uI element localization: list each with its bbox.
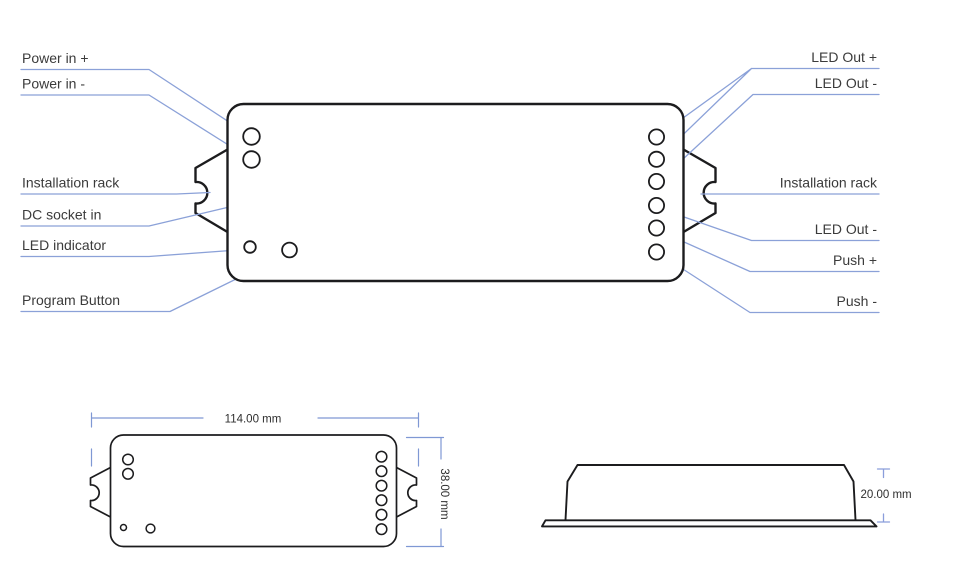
front-right-rack-shape [395,466,418,518]
front-left-rack-shape [89,466,112,518]
device-body-front-view [109,434,398,548]
leader-power-in-plus [20,68,245,133]
led-out-terminal-3 [648,172,666,190]
power-in-plus-terminal [242,127,261,146]
front-program-button [145,523,156,534]
led-out-terminal-4 [648,196,666,214]
label-power-in-plus: Power in + [22,50,89,66]
label-program-button: Program Button [22,292,120,308]
front-out-terminal-3 [375,479,388,492]
leader-push-plus [663,232,880,273]
leader-power-in-minus [20,94,245,156]
left-installation-rack-shape [194,148,229,234]
thickness-dimension-lines [876,468,891,523]
width-dimension-lines [90,412,420,467]
height-dimension-text: 38.00 mm [438,468,450,519]
height-dimension-lines [405,436,445,548]
side-view-base-plate [541,519,878,528]
thickness-dimension-text: 20.00 mm [861,489,912,501]
leader-push-minus [662,255,880,314]
label-power-in-minus: Power in - [22,76,85,92]
label-led-out-minus-top: LED Out - [815,75,878,91]
push-plus-terminal [648,219,666,237]
label-dc-socket-in: DC socket in [22,207,101,223]
front-out-terminal-5 [375,508,388,521]
leader-led-out-minus-top [662,93,880,179]
push-minus-terminal [648,243,666,261]
label-led-out-plus: LED Out + [811,49,877,65]
label-installation-rack-right: Installation rack [780,175,878,191]
label-installation-rack-left: Installation rack [22,175,120,191]
program-button-circle [281,241,298,259]
front-out-terminal-6 [375,523,388,536]
label-led-indicator: LED indicator [22,237,106,253]
right-installation-rack-shape [682,148,717,234]
front-view: 114.00 mm 38.00 mm [89,412,450,548]
front-led-indicator [119,523,128,532]
leader-led-out-minus-mid [663,209,880,242]
front-out-terminal-1 [375,450,388,463]
led-indicator-circle [243,240,257,254]
width-dimension-text: 114.00 mm [225,414,282,426]
leader-led-indicator [20,248,245,258]
side-view: 20.00 mm [541,464,912,528]
label-push-plus: Push + [833,252,877,268]
front-out-terminal-2 [375,465,388,478]
front-power-terminal-1 [121,453,135,466]
front-power-terminal-2 [121,467,135,480]
led-out-terminal-2 [648,150,666,168]
label-led-out-minus-mid: LED Out - [815,221,878,237]
leader-installation-rack-left [20,191,211,195]
power-in-minus-terminal [242,150,261,169]
device-body-top-view [226,102,685,283]
label-push-minus: Push - [837,293,878,309]
led-out-terminal-1 [648,128,666,146]
top-view: Power in + Power in - Installation rack … [20,49,880,314]
leader-dc-socket-in [20,202,245,227]
front-out-terminal-4 [375,494,388,507]
side-view-body [564,464,857,521]
